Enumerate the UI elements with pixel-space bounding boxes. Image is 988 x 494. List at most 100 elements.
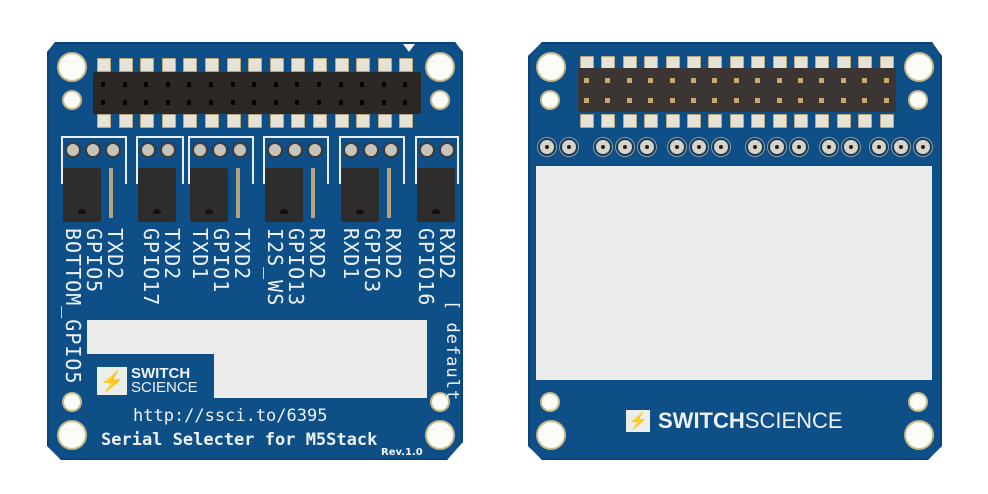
socket-hole	[252, 100, 257, 105]
mounting-hole	[542, 92, 558, 108]
solder-pad	[269, 58, 284, 72]
product-name: Serial Selecter for M5Stack	[101, 430, 378, 450]
jumper-pin	[419, 142, 435, 158]
solder-pad	[140, 114, 155, 128]
pin-label: TXD1	[188, 228, 212, 281]
solder-pad	[205, 114, 219, 128]
jumper-pin	[287, 142, 303, 158]
jumper-pin	[307, 142, 323, 158]
pin-label: GPIO5	[82, 228, 106, 294]
switch-science-logo: ⚡ SWITCH SCIENCE	[97, 366, 198, 396]
header-pin	[584, 98, 589, 103]
mounting-hole	[427, 54, 453, 80]
via-pad	[892, 138, 910, 156]
socket-hole	[360, 100, 365, 105]
solder-pad	[377, 58, 392, 72]
solder-pad	[751, 114, 766, 128]
solder-pad	[622, 114, 637, 128]
jumper-pin	[105, 142, 121, 158]
pin-label: I2S_WS	[263, 228, 287, 307]
header-pin	[669, 98, 675, 103]
jumper-silkscreen-outline	[263, 136, 329, 184]
solder-pad	[794, 114, 808, 128]
socket-hole	[338, 82, 343, 87]
jumper-shunt	[417, 168, 455, 222]
solder-pad	[644, 114, 659, 128]
mounting-hole	[906, 422, 932, 448]
solder-pad	[205, 58, 219, 72]
jumper-pin	[267, 142, 283, 158]
socket-hole	[403, 100, 408, 105]
mounting-hole	[59, 422, 85, 448]
solder-pad	[269, 114, 284, 128]
header-pin	[776, 98, 782, 103]
header-pin	[733, 98, 739, 103]
via-pad	[914, 138, 932, 156]
via-pad	[538, 138, 556, 156]
pin-label: RXD2	[381, 228, 405, 281]
jumper-silkscreen-outline	[136, 136, 184, 184]
header-pin	[840, 98, 846, 103]
solder-pad	[399, 114, 414, 128]
mounting-hole	[906, 54, 932, 80]
lightning-icon: ⚡	[97, 367, 127, 395]
via-pad	[870, 138, 888, 156]
solder-pad	[334, 58, 349, 72]
via-pad	[668, 138, 686, 156]
pin-label: RXD2	[305, 228, 329, 281]
jumper-pin	[192, 142, 208, 158]
logo-text-science: SCIENCE	[744, 408, 843, 433]
solder-pad	[313, 114, 327, 128]
jumper-pin	[85, 142, 101, 158]
pin-label: GPIO16	[414, 228, 438, 307]
jumper-shunt	[265, 168, 303, 222]
header-pin	[669, 78, 675, 83]
mounting-hole	[59, 54, 85, 80]
mounting-hole	[64, 92, 80, 108]
socket-hole	[317, 100, 321, 105]
socket-hole	[101, 100, 105, 105]
solder-pad	[334, 114, 349, 128]
socket-hole	[209, 82, 213, 87]
socket-hole	[230, 82, 235, 87]
default-note: [ default	[442, 300, 462, 402]
socket-hole	[144, 82, 149, 87]
jumper-pin	[140, 142, 156, 158]
via-pad	[712, 138, 730, 156]
socket-hole	[338, 100, 343, 105]
mounting-hole	[538, 422, 564, 448]
jumper-silkscreen-outline	[188, 136, 254, 184]
solder-pad	[836, 114, 851, 128]
pin-label: GPIO3	[360, 228, 384, 294]
solder-pad	[729, 114, 744, 128]
solder-pad	[708, 114, 723, 128]
mounting-hole	[432, 394, 448, 410]
jumper-pin	[232, 142, 248, 158]
male-pin-header	[578, 68, 896, 112]
mounting-hole	[64, 394, 80, 410]
revision-label: Rev.1.0	[381, 447, 423, 458]
solder-pad	[140, 58, 155, 72]
socket-hole	[144, 100, 149, 105]
header-pin	[798, 78, 803, 83]
mounting-hole	[910, 394, 926, 410]
exposed-pin	[109, 168, 113, 218]
socket-hole	[209, 100, 213, 105]
white-label-area	[214, 354, 427, 398]
socket-hole	[295, 100, 300, 105]
header-pin	[626, 98, 632, 103]
solder-pad	[879, 114, 894, 128]
jumper-shunt	[63, 168, 101, 222]
jumper-shunt	[138, 168, 176, 222]
socket-hole	[230, 100, 235, 105]
logo-text-science: SCIENCE	[131, 379, 198, 396]
header-pin	[776, 78, 782, 83]
socket-hole	[317, 82, 321, 87]
exposed-pin	[387, 168, 391, 218]
solder-pad	[226, 114, 241, 128]
solder-pad	[97, 58, 111, 72]
pin-label: GPIO17	[139, 228, 163, 307]
mounting-hole	[427, 422, 453, 448]
